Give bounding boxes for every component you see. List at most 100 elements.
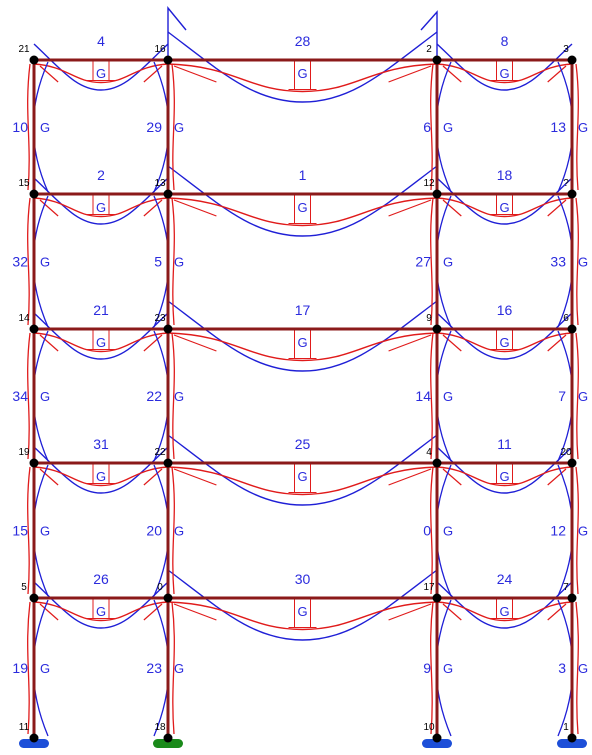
column-label: 29	[146, 119, 162, 135]
beam-moment-curve-blue	[167, 31, 438, 103]
beam-leader-red	[173, 603, 217, 621]
node-9	[432, 324, 442, 334]
support-10	[422, 739, 452, 748]
node-label: 1	[563, 722, 569, 733]
column-group-marker: G	[174, 661, 184, 676]
beam-leader-red	[39, 65, 59, 83]
support-1	[557, 739, 587, 748]
column-label: 14	[415, 388, 431, 404]
beam-label: 28	[295, 33, 311, 49]
column-label: 6	[423, 119, 431, 135]
column-group-marker: G	[174, 524, 184, 539]
column-label: 27	[415, 254, 431, 270]
beam-group-marker: G	[297, 604, 307, 619]
beam-label: 17	[295, 302, 311, 318]
column-group-marker: G	[578, 389, 588, 404]
beam-leader-red	[143, 334, 163, 352]
beam-leader-red	[547, 334, 567, 352]
beam-leader-red	[143, 603, 163, 621]
beam-leader-red	[173, 334, 217, 352]
beam-diagram-group	[436, 312, 573, 360]
beam-diagram-group	[167, 569, 438, 641]
peak-spike-blue	[167, 6, 187, 56]
beam-deflection-curve-red	[167, 466, 438, 496]
beam-moment-curve-blue	[436, 581, 573, 629]
node-4	[432, 458, 442, 468]
beam-deflection-curve-red	[167, 332, 438, 362]
frame-members	[32, 58, 574, 738]
beam-leader-red	[388, 603, 432, 621]
beam-deflection-curve-red	[436, 466, 573, 487]
column-label: 34	[12, 388, 28, 404]
column-label: 0	[423, 523, 431, 539]
beam-moment-curve-blue	[33, 312, 169, 360]
column-group-marker: G	[40, 120, 50, 135]
beam-deflection-curve-red	[33, 601, 169, 622]
beam-leader-red	[388, 334, 432, 352]
beam-label: 26	[93, 571, 109, 587]
beam-leader-red	[442, 199, 462, 217]
column-deflection-curve-red	[171, 601, 175, 735]
node-21	[29, 55, 39, 65]
beam-moment-curve-blue	[167, 434, 438, 506]
beam-deflection-curve-red	[33, 63, 169, 84]
column-label: 13	[550, 119, 566, 135]
beam-diagram-group	[33, 312, 169, 360]
beam-leader-red	[547, 199, 567, 217]
beam-group-marker: G	[297, 66, 307, 81]
beam-diagram-group	[33, 581, 169, 629]
beam-deflection-curve-red	[436, 332, 573, 353]
node-label: 0	[157, 582, 163, 593]
node-?	[567, 189, 577, 199]
column-label: 5	[154, 254, 162, 270]
beam-leader-red	[442, 65, 462, 83]
beam-group-marker: G	[297, 469, 307, 484]
column-label: 19	[12, 660, 28, 676]
node-17	[432, 593, 442, 603]
beam-label: 24	[497, 571, 513, 587]
node-12	[432, 189, 442, 199]
beam-moment-curve-blue	[167, 569, 438, 641]
column-group-marker: G	[174, 255, 184, 270]
node-22	[163, 458, 173, 468]
beam-leader-red	[442, 334, 462, 352]
column-label: 32	[12, 254, 28, 270]
beam-moment-curve-blue	[436, 43, 573, 91]
column-deflection-curve-red	[171, 466, 175, 595]
node-13	[163, 189, 173, 199]
column-deflection-curve-red	[171, 332, 175, 460]
node-label: 4	[426, 447, 432, 458]
node-label: 20	[560, 447, 572, 458]
column-group-marker: G	[578, 661, 588, 676]
beam-diagram-group	[167, 300, 438, 372]
column-group-marker: G	[443, 661, 453, 676]
column-label: 12	[550, 523, 566, 539]
beam-group-marker: G	[297, 335, 307, 350]
beam-label: 25	[295, 436, 311, 452]
beam-label: 30	[295, 571, 311, 587]
column-deflection-curve-red	[27, 197, 31, 326]
column-group-marker: G	[578, 524, 588, 539]
node-label: 19	[18, 447, 30, 458]
beam-label: 8	[501, 33, 509, 49]
beam-label: 31	[93, 436, 109, 452]
beam-leader-red	[388, 199, 432, 217]
beam-leader-red	[388, 468, 432, 486]
node-label: 6	[563, 313, 569, 324]
node-label: 18	[154, 722, 166, 733]
column-label: 9	[423, 660, 431, 676]
beam-group-marker: G	[96, 604, 106, 619]
node-19	[29, 458, 39, 468]
beam-leader-red	[547, 65, 567, 83]
column-deflection-curve-red	[575, 601, 579, 735]
peak-spike-blue	[420, 10, 438, 56]
beam-moment-curve-blue	[436, 446, 573, 494]
node-7	[567, 593, 577, 603]
beam-label: 2	[97, 167, 105, 183]
node-label: 12	[423, 178, 435, 189]
node-2	[432, 55, 442, 65]
node-16	[163, 55, 173, 65]
beam-leader-red	[143, 468, 163, 486]
